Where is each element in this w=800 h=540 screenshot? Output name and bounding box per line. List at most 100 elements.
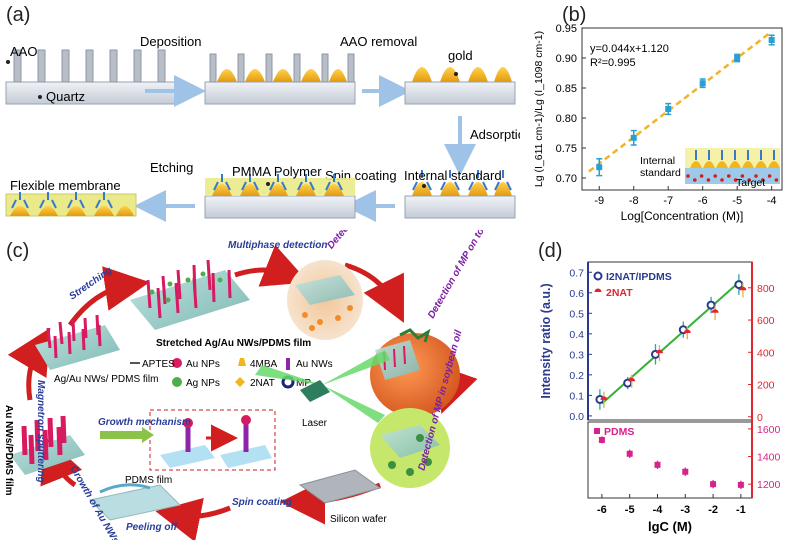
legend-label-ratio: I2NAT/IPDMS	[606, 271, 672, 283]
pmma-stage	[204, 174, 356, 219]
inset-target-dot	[761, 178, 765, 182]
pdms-film-label: PDMS film	[125, 475, 172, 486]
data-point-b	[630, 134, 637, 141]
legend-marker-2nat	[594, 288, 602, 292]
inset-target-dot	[767, 174, 772, 178]
au-nws-label: Au NWs	[296, 359, 333, 370]
panel-a-label: (a)	[6, 4, 31, 26]
inset-target-dot	[720, 178, 724, 182]
y-tick-label-d-right: 600	[757, 315, 775, 327]
gold-label: gold	[448, 48, 473, 63]
y-tick-label-b: 0.95	[556, 23, 577, 35]
panel-b-label: (b)	[562, 4, 587, 26]
magnetron-label: Magnetron sputtering	[35, 380, 46, 483]
panel-a-diagram: AAO Quartz Deposition AAO removal gold A…	[5, 34, 520, 222]
y-tick-label-b: 0.70	[556, 173, 577, 185]
data-point-b	[699, 80, 706, 87]
x-tick-label-b: -6	[698, 195, 708, 207]
y-tick-label-d-left: 0.7	[569, 267, 584, 279]
inset-target-dot	[740, 174, 745, 178]
adsorption-label: Adsorption	[470, 127, 520, 142]
gold-domes-stage	[404, 67, 516, 105]
inset-target-layer	[685, 168, 780, 184]
inset-target-dot	[733, 178, 738, 182]
x-tick-label-d: -2	[708, 504, 718, 516]
quartz-label: Quartz	[46, 89, 85, 104]
gold-deposited-stage	[204, 53, 356, 105]
inset-gold-dome	[716, 161, 728, 168]
tomato-illustration	[370, 328, 460, 417]
data-point-b	[734, 55, 741, 61]
deposition-label: Deposition	[140, 34, 201, 49]
aao-quartz-stage	[5, 49, 177, 105]
laser-illustration	[255, 350, 390, 423]
growth-mechanism-label: Growth mechanism	[98, 417, 191, 428]
inset-target-dot	[727, 174, 731, 178]
panel-c-diagram: Ag/Au NWs/ PDMS film Stretched Ag/Au NWs…	[3, 230, 499, 540]
inset-internal-standard-label: Internal	[640, 155, 675, 167]
legend-marker-ratio	[593, 271, 603, 281]
x-tick-label-d: -1	[736, 504, 746, 516]
y-tick-label-d-left: 0.4	[569, 329, 584, 341]
y-tick-label-d-right: 0	[757, 412, 763, 424]
y-tick-label-d-left: 0.0	[569, 411, 584, 423]
legend-marker-pdms	[594, 428, 600, 434]
data-point-b	[768, 37, 775, 43]
inset-target-dot	[706, 178, 711, 182]
inset-gold-dome	[768, 161, 780, 168]
mp-label: MP	[296, 378, 311, 389]
ag-nps-label: Ag NPs	[186, 378, 220, 389]
inset-target-dot	[686, 174, 690, 178]
peeling-off-label: Peeling off	[126, 522, 179, 533]
x-tick-label-d: -5	[625, 504, 635, 516]
y-axis-label-b: Lg (I_611 cm-1)/Lg (I_1098 cm-1)	[533, 31, 545, 187]
pdms-film-illustration	[88, 483, 182, 521]
y-tick-label-b: 0.80	[556, 113, 577, 125]
panel-d-label: (d)	[538, 240, 563, 262]
x-axis-label-b: Log[Concentration (M)]	[621, 209, 744, 223]
data-point-d-2nat	[628, 377, 636, 382]
data-point-d-pdms	[626, 450, 633, 457]
inset-target-dot	[774, 178, 779, 182]
agau-film-label: Ag/Au NWs/ PDMS film	[54, 374, 158, 385]
aao-label: AAO	[10, 44, 37, 59]
aao-removal-label: AAO removal	[340, 34, 417, 49]
inset-target-dot	[754, 174, 758, 178]
y-tick-label-d-right: 800	[757, 283, 775, 295]
silicon-wafer-illustration	[298, 469, 382, 504]
y-tick-label-d-right: 400	[757, 347, 775, 359]
inset-gold-dome	[742, 161, 754, 168]
data-point-d-2nat	[655, 349, 663, 354]
inset-gold-dome	[755, 161, 767, 168]
plot-frame-d-top	[587, 261, 753, 421]
detection-mp-tomato-label: Detection of MP on tomato	[426, 230, 499, 321]
plot-frame-b	[581, 27, 783, 191]
y-tick-label-d-bottom: 1200	[757, 479, 781, 491]
x-tick-label-b: -8	[629, 195, 639, 207]
inset-target-dot	[699, 174, 704, 178]
data-point-d-2nat	[711, 309, 719, 313]
x-tick-label-b: -4	[767, 195, 777, 207]
inset-illustration-b	[685, 148, 780, 184]
au-nws-pdms-film-label: Au NWs/PDMS film	[3, 405, 14, 496]
data-point-d-pdms	[737, 481, 744, 488]
y-tick-label-b: 0.85	[556, 83, 577, 95]
y-tick-label-d-left: 0.3	[569, 349, 584, 361]
soybean-oil-illustration	[370, 408, 450, 488]
au-nps-label: Au NPs	[186, 359, 220, 370]
x-tick-label-d: -4	[653, 504, 664, 516]
data-point-b	[596, 164, 603, 171]
y-tick-label-d-left: 0.5	[569, 308, 584, 320]
data-point-b	[665, 106, 672, 112]
data-point-d-pdms	[682, 468, 689, 475]
x-axis-label-d: lgC (M)	[648, 519, 692, 534]
y-tick-label-d-left: 0.6	[569, 288, 584, 300]
pmma-label: PMMA Polymer	[232, 164, 322, 179]
data-point-d-pdms	[654, 461, 661, 468]
y-tick-label-d-bottom: 1600	[757, 424, 781, 436]
chart-b: -9-8-7-6-5-40.700.750.800.850.900.95y=0.…	[533, 23, 783, 223]
data-point-d-2nat	[600, 396, 608, 400]
equation-label-b: y=0.044x+1.120	[590, 43, 669, 55]
flexible-membrane-label: Flexible membrane	[10, 178, 121, 193]
stretched-film-illustration	[130, 259, 250, 330]
